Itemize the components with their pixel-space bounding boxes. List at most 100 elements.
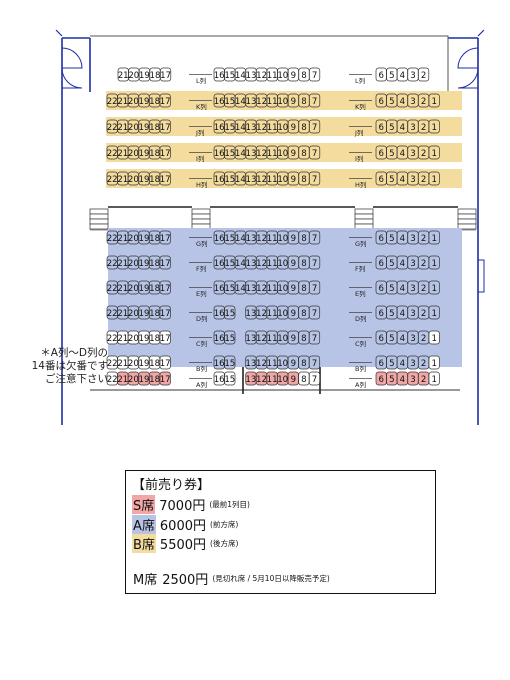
b-seat-name: B席 bbox=[132, 534, 156, 553]
seat bbox=[428, 171, 440, 186]
seat-number: 2 bbox=[421, 234, 426, 244]
stair-tread bbox=[89, 223, 109, 230]
seat-number: 3 bbox=[410, 175, 415, 185]
seat bbox=[224, 330, 236, 345]
seat-number: 7 bbox=[312, 375, 317, 385]
seat-number: 16 bbox=[214, 375, 225, 385]
seat-number: 9 bbox=[291, 359, 296, 369]
seat-number: 20 bbox=[128, 149, 139, 159]
seat-number: 6 bbox=[378, 123, 383, 133]
seat bbox=[428, 93, 440, 108]
seat-number: 6 bbox=[378, 359, 383, 369]
seat-number: 22 bbox=[107, 123, 118, 133]
seat-number: 16 bbox=[214, 71, 225, 81]
row-label-left: E列 bbox=[196, 289, 207, 298]
seat-number: 6 bbox=[378, 334, 383, 344]
seat-number: 16 bbox=[214, 284, 225, 294]
row-label-left: J列 bbox=[195, 128, 204, 137]
seat-number: 2 bbox=[421, 259, 426, 269]
b-seat-price: 5500円 bbox=[159, 538, 207, 553]
seat-number: 20 bbox=[128, 259, 139, 269]
legend-s-seat: S席 7000円 (最前1列目) bbox=[132, 495, 250, 514]
seat-number: 18 bbox=[149, 359, 160, 369]
seat-number: 6 bbox=[378, 375, 383, 385]
seat-number: 19 bbox=[139, 71, 150, 81]
seat-number: 13 bbox=[246, 71, 257, 81]
seat-number: 21 bbox=[118, 71, 129, 81]
seat-number: 2 bbox=[421, 175, 426, 185]
seat-number: 8 bbox=[301, 359, 306, 369]
seat-number: 4 bbox=[400, 175, 405, 185]
seat-number: 12 bbox=[256, 284, 267, 294]
seat-number: 22 bbox=[107, 259, 118, 269]
seat-number: 14 bbox=[235, 97, 246, 107]
seat-number: 21 bbox=[117, 97, 128, 107]
seat-number: 19 bbox=[139, 234, 150, 244]
seat-number: 21 bbox=[117, 149, 128, 159]
stair-tread bbox=[191, 213, 211, 220]
seat-number: 17 bbox=[160, 334, 171, 344]
seat-number: 22 bbox=[107, 149, 118, 159]
seat-number: 10 bbox=[277, 359, 288, 369]
row-label-left: B列 bbox=[196, 364, 207, 373]
seat-number: 4 bbox=[400, 234, 405, 244]
seat-number: 19 bbox=[139, 284, 150, 294]
seat-number: 4 bbox=[400, 334, 405, 344]
seat-number: 10 bbox=[277, 284, 288, 294]
seat-number: 7 bbox=[312, 259, 317, 269]
seat-number: 12 bbox=[256, 259, 267, 269]
seat bbox=[309, 145, 321, 160]
seat bbox=[309, 119, 321, 134]
seat bbox=[159, 93, 171, 108]
seat bbox=[428, 280, 440, 295]
row-label-right: E列 bbox=[355, 289, 366, 298]
seat-number: 8 bbox=[301, 71, 306, 81]
seat-number: 19 bbox=[139, 375, 150, 385]
seat-number: 3 bbox=[410, 71, 415, 81]
corner-mark bbox=[55, 29, 485, 37]
seat-number: 22 bbox=[107, 284, 118, 294]
seat-number: 15 bbox=[224, 234, 235, 244]
seat-number: 22 bbox=[107, 334, 118, 344]
legend-m-seat: M席 2500円 (見切れ席 / 5月10日以降販売予定) bbox=[132, 570, 330, 588]
row-label-left: L列 bbox=[196, 76, 206, 85]
seat-number: 19 bbox=[139, 97, 150, 107]
seat-number: 5 bbox=[389, 309, 394, 319]
seat-number: 1 bbox=[431, 149, 436, 159]
seat-number: 21 bbox=[117, 334, 128, 344]
seat-number: 15 bbox=[224, 334, 235, 344]
seat-number: 1 bbox=[431, 123, 436, 133]
seat-number: 18 bbox=[149, 123, 160, 133]
seat-number: 6 bbox=[378, 259, 383, 269]
seat-number: 9 bbox=[291, 123, 296, 133]
seat bbox=[309, 67, 321, 82]
seat-number: 4 bbox=[400, 259, 405, 269]
stair-step bbox=[457, 208, 477, 230]
seat-number: 6 bbox=[378, 284, 383, 294]
stair-tread bbox=[457, 208, 477, 215]
seat-number: 8 bbox=[301, 375, 306, 385]
seat-number: 15 bbox=[224, 149, 235, 159]
seat-number: 10 bbox=[277, 71, 288, 81]
seat-number: 5 bbox=[389, 149, 394, 159]
seat-number: 14 bbox=[235, 71, 246, 81]
seat bbox=[159, 255, 171, 270]
seat-number: 7 bbox=[312, 123, 317, 133]
seat-number: 11 bbox=[267, 259, 278, 269]
seat-number: 21 bbox=[117, 309, 128, 319]
a-seat-note: (前方席) bbox=[210, 520, 239, 529]
seat bbox=[308, 355, 321, 370]
seat-number: 8 bbox=[301, 149, 306, 159]
seat-number: 2 bbox=[421, 123, 426, 133]
seat-number: 11 bbox=[267, 234, 278, 244]
seat bbox=[308, 330, 321, 345]
seat-number: 8 bbox=[301, 123, 306, 133]
seat-number: 9 bbox=[291, 97, 296, 107]
seat-number: 2 bbox=[421, 309, 426, 319]
seat-number: 9 bbox=[291, 175, 296, 185]
seat-number: 1 bbox=[431, 375, 436, 385]
seat-number: 18 bbox=[149, 375, 160, 385]
stair-tread bbox=[457, 213, 477, 220]
